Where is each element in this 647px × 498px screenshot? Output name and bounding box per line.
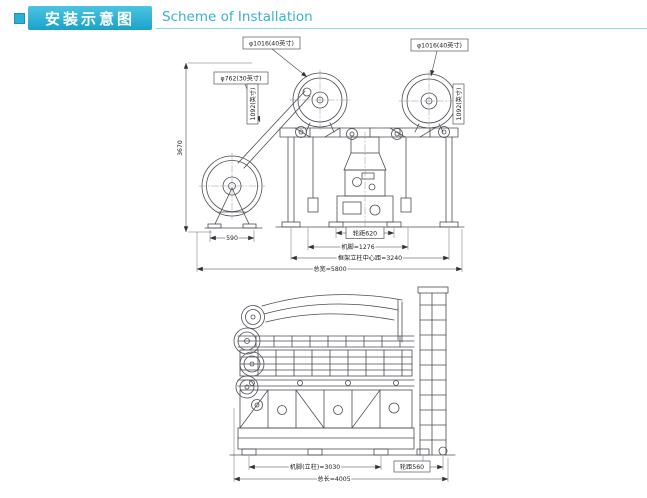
- page-title-zh-text: 安装示意图: [44, 9, 135, 28]
- front-view-drawing: [198, 69, 465, 231]
- dim-side-wheel-track: 轮距560: [400, 463, 424, 471]
- label-beam-1016-left: φ1016(40英寸): [249, 40, 294, 48]
- dim-foot: 机脚=1276: [341, 243, 374, 251]
- dim-height: 3670: [177, 140, 184, 156]
- dim-wheel-track: 轮距620: [353, 230, 377, 238]
- label-flange-right: 1092(英寸): [455, 88, 463, 121]
- dim-total-width: 总宽=5800: [313, 265, 346, 273]
- label-beam-762: φ762(30英寸): [221, 75, 262, 83]
- label-box-wheel-track: [345, 226, 385, 239]
- label-box-flange-left: [246, 83, 259, 125]
- frame: [275, 126, 465, 228]
- side-view-drawing: [229, 286, 456, 456]
- machine-head: [307, 131, 412, 231]
- dim-column-span: 框架立柱中心距=3240: [338, 254, 402, 262]
- warp-sheet: [261, 294, 403, 343]
- label-box-side-wheel-track: [393, 460, 431, 473]
- roller-stack: [233, 305, 265, 411]
- side-view-dimensions: 机脚(立柱)=3030 轮距560 总长=4005: [233, 408, 449, 484]
- front-view-dimensions: 3670 φ762(30英寸) φ1016(40英寸) φ1016(40英寸) …: [177, 36, 469, 274]
- left-beam-stand: [198, 87, 312, 229]
- page-title-zh: 安装示意图: [28, 6, 152, 30]
- bullet-square-icon: [14, 13, 25, 24]
- machine-body: [237, 335, 415, 456]
- top-right-beam: [398, 70, 460, 133]
- dim-foot-span: 机脚(立柱)=3030: [290, 463, 341, 471]
- label-box-beam-1016-right: [410, 38, 469, 52]
- dim-stand-width: 590: [226, 235, 238, 242]
- label-beam-1016-right: φ1016(40英寸): [417, 42, 462, 50]
- dim-total-length: 总长=4005: [317, 475, 350, 483]
- header-divider: [156, 28, 647, 29]
- page-title-en: Scheme of Installation: [162, 9, 313, 25]
- side-ladder-frame: [416, 286, 449, 456]
- label-flange-left: 1092(英寸): [249, 88, 257, 121]
- page-header: 安装示意图 Scheme of Installation: [0, 0, 647, 34]
- label-box-beam-762: [213, 71, 269, 85]
- top-left-beam: [289, 69, 351, 133]
- label-box-flange-right: [452, 83, 465, 125]
- label-box-beam-1016-left: [242, 36, 301, 50]
